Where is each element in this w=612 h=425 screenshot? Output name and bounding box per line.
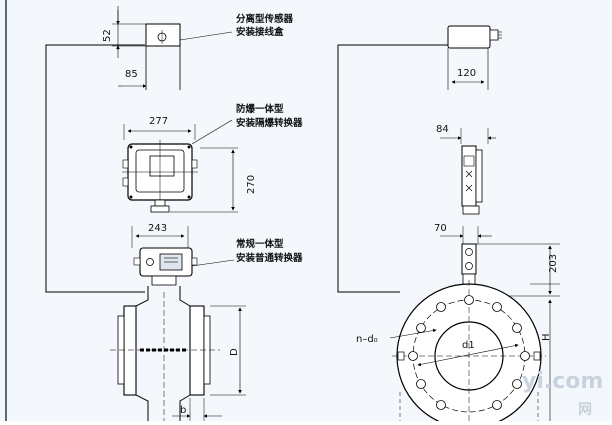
dim-203: 203 xyxy=(548,254,559,273)
dim-n-d0: n–d₀ xyxy=(356,334,378,345)
dim-d1: d1 xyxy=(462,340,475,351)
dim-277: 277 xyxy=(149,116,168,127)
normal-converter-label-1: 常规一体型 xyxy=(236,238,284,250)
sensor-box-label-2: 安装接线盒 xyxy=(236,26,284,38)
dim-243: 243 xyxy=(148,223,167,234)
dim-H: H xyxy=(541,333,552,341)
dim-85: 85 xyxy=(125,69,138,80)
dim-84: 84 xyxy=(436,124,449,135)
flange-front-view: d1 n–d₀ H xyxy=(356,280,560,425)
dim-120: 120 xyxy=(457,68,476,79)
watermark-chinese: 网 xyxy=(578,402,592,418)
flowmeter-body-side: D b xyxy=(110,286,246,421)
right-junction-box: 120 xyxy=(447,25,502,90)
right-explosion-converter-side: 84 xyxy=(436,124,496,215)
right-normal-converter-side: 70 203 xyxy=(434,223,560,297)
dim-52: 52 xyxy=(102,29,113,42)
explosion-proof-label-1: 防爆一体型 xyxy=(236,103,284,115)
explosion-proof-label-2: 安装隔爆转换器 xyxy=(236,117,303,129)
explosion-proof-converter: 277 270 防爆一体型 安装隔爆转换器 xyxy=(122,103,303,213)
watermark: yi.com 网 xyxy=(522,369,603,418)
dim-270: 270 xyxy=(246,175,257,194)
normal-converter: 243 常规一体型 安装普通转换器 xyxy=(131,223,303,286)
bolt-holes xyxy=(408,295,530,410)
normal-converter-label-2: 安装普通转换器 xyxy=(236,252,303,264)
sensor-junction-box: 52 85 分离型传感器 安装接线盒 xyxy=(102,6,294,90)
sensor-box-label-1: 分离型传感器 xyxy=(236,13,294,25)
dim-D: D xyxy=(229,348,240,356)
dim-b: b xyxy=(180,405,186,416)
watermark-domain: yi.com xyxy=(522,369,603,394)
dim-70: 70 xyxy=(434,223,447,234)
